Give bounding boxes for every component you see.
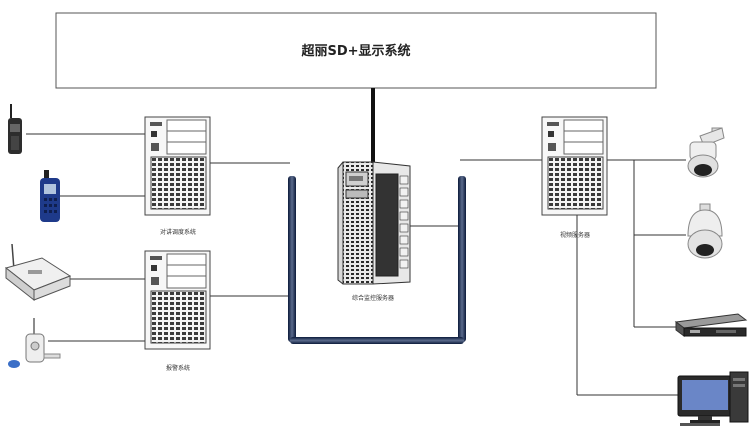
sensor-icon	[8, 318, 61, 368]
right-server-label: 视频服务器	[560, 231, 590, 239]
right-server	[541, 116, 608, 216]
network-bus	[288, 176, 466, 344]
left-bottom-server	[144, 250, 211, 350]
computer-icon	[677, 371, 749, 426]
dvr-icon	[674, 313, 748, 337]
left-top-server-label: 对讲调度系统	[160, 228, 196, 236]
connection-lines	[26, 133, 686, 396]
center-server	[337, 161, 411, 285]
walkie-talkie-blue-icon	[40, 170, 60, 222]
center-server-label: 综合监控服务器	[352, 294, 394, 302]
display-system-box: 超丽SD+显示系统	[55, 12, 657, 89]
alarm-host-icon	[4, 243, 72, 302]
walkie-talkie-icon	[8, 104, 22, 154]
dome-camera-icon	[687, 127, 725, 178]
left-top-server	[144, 116, 211, 216]
left-bottom-server-label: 报警系统	[166, 364, 190, 372]
display-uplink-cable	[371, 88, 375, 164]
pendant-dome-camera-icon	[687, 203, 723, 259]
display-system-title: 超丽SD+显示系统	[301, 43, 410, 59]
